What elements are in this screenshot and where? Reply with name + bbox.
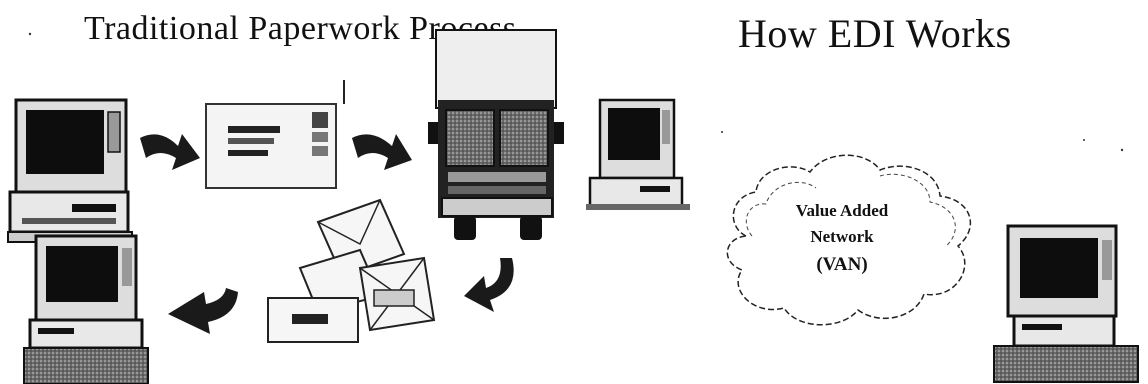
computer-icon [8,100,132,242]
envelope-icon [268,200,434,342]
computer-icon [586,100,690,210]
cloud-icon: Value Added Network (VAN) [727,155,970,325]
computer-icon [994,226,1138,382]
arrow-icon [168,288,238,334]
cloud-label-line2: Network [810,227,874,246]
arrow-icon [352,134,412,170]
cloud-label-line3: (VAN) [816,254,867,275]
arrow-icon [140,134,200,170]
truck-icon [428,30,564,240]
computer-icon [24,236,148,384]
scan-specks [29,33,1123,151]
letter-icon [206,80,344,188]
arrow-icon [464,258,514,312]
cloud-label-line1: Value Added [796,201,889,220]
